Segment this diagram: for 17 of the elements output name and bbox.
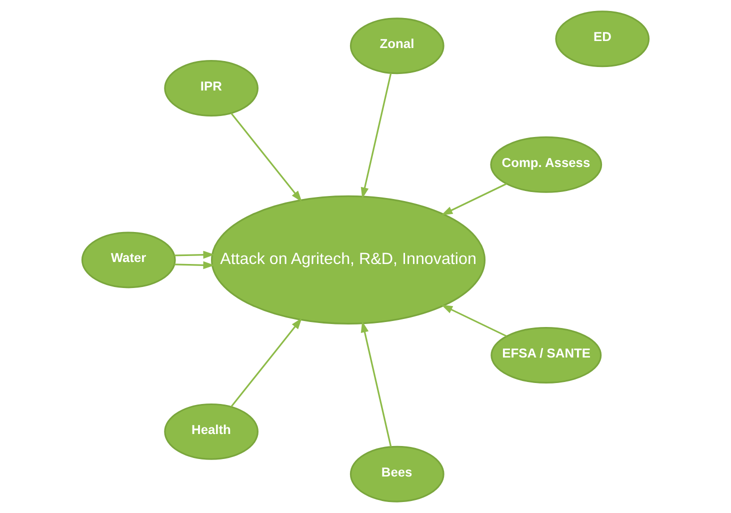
- node-ellipse: Bees: [350, 446, 444, 502]
- node-ellipse: Water: [81, 232, 176, 288]
- arrow: [360, 321, 392, 447]
- arrow: [230, 318, 302, 408]
- node-ellipse: Zonal: [350, 18, 444, 74]
- node-ellipse: Comp. Assess: [490, 136, 602, 193]
- node-ellipse: Health: [164, 403, 258, 460]
- arrow: [441, 183, 507, 216]
- arrow: [360, 72, 392, 199]
- arrow: [441, 304, 507, 337]
- arrow: [230, 112, 302, 202]
- node-ellipse: IPR: [164, 60, 258, 116]
- arrow: [174, 261, 215, 270]
- arrow: [174, 250, 215, 259]
- node-ellipse: ED: [555, 10, 650, 68]
- node-ellipse: EFSA / SANTE: [490, 327, 602, 384]
- node-ellipse: Attack on Agritech, R&D, Innovation: [210, 195, 486, 324]
